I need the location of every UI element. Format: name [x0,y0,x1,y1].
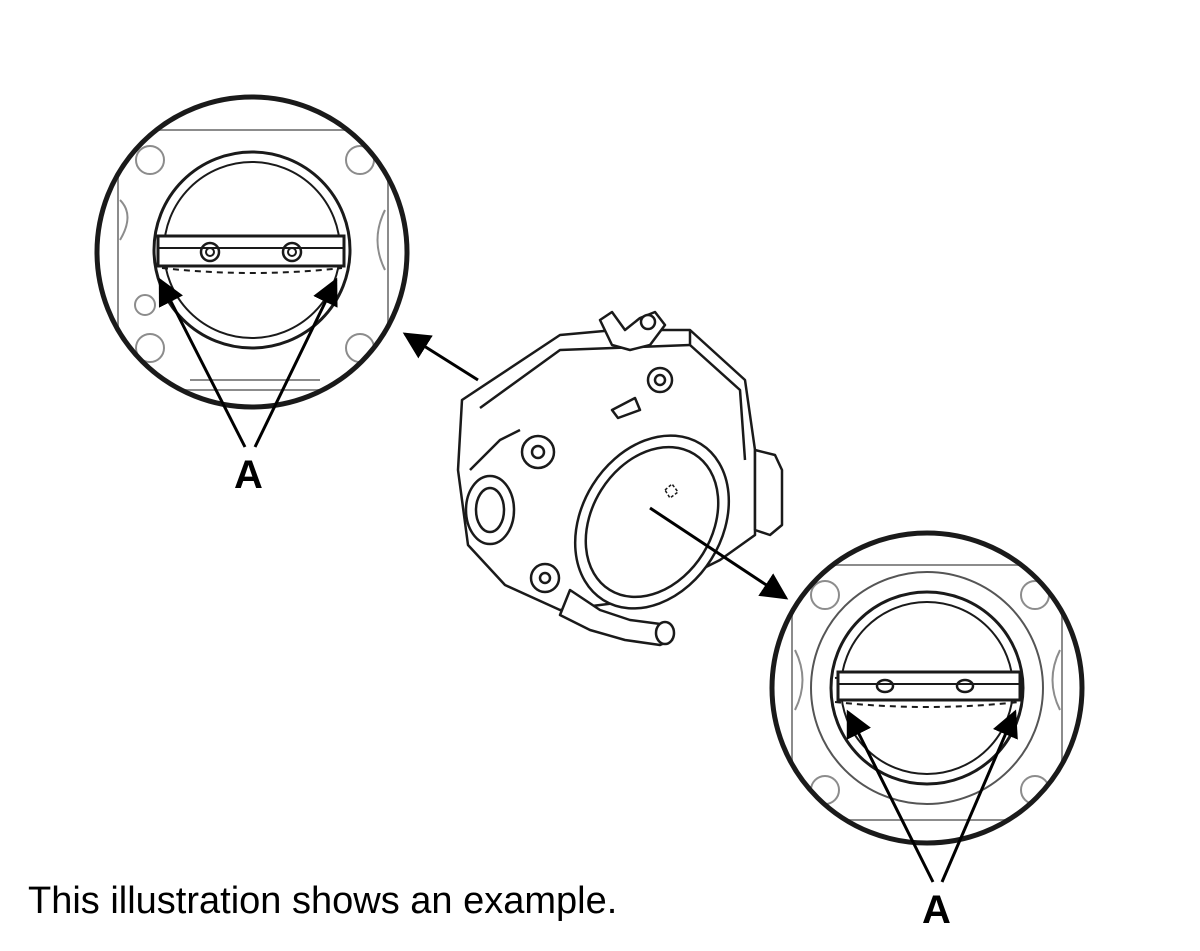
throttle-bore-right [829,590,1025,786]
callout-label-a-left: A [234,453,263,497]
pointer-left-a-2 [253,277,338,448]
detail-view-left [94,94,410,448]
callout-label-a-right: A [922,888,951,932]
throttle-plate-shaft-left [156,234,346,268]
arrow-to-left-detail [402,332,479,382]
screw-left-1 [199,241,221,263]
illustration-caption: This illustration shows an example. [28,880,618,922]
detail-circle-right [769,530,1085,846]
screw-right-2 [955,678,975,694]
pointer-right-a-1 [846,709,935,883]
pointer-left-a-1 [158,277,247,448]
screw-left-2 [281,241,303,263]
screw-right-1 [875,678,895,694]
throttle-body-assembly [456,310,784,647]
detail-circle-left [94,94,410,410]
throttle-bore-face [573,434,731,610]
pointer-right-a-2 [940,709,1018,883]
arrow-to-right-detail [649,506,789,600]
throttle-plate-shaft-right [836,670,1022,702]
throttle-bore-left [152,150,352,350]
detail-view-right [769,530,1085,883]
